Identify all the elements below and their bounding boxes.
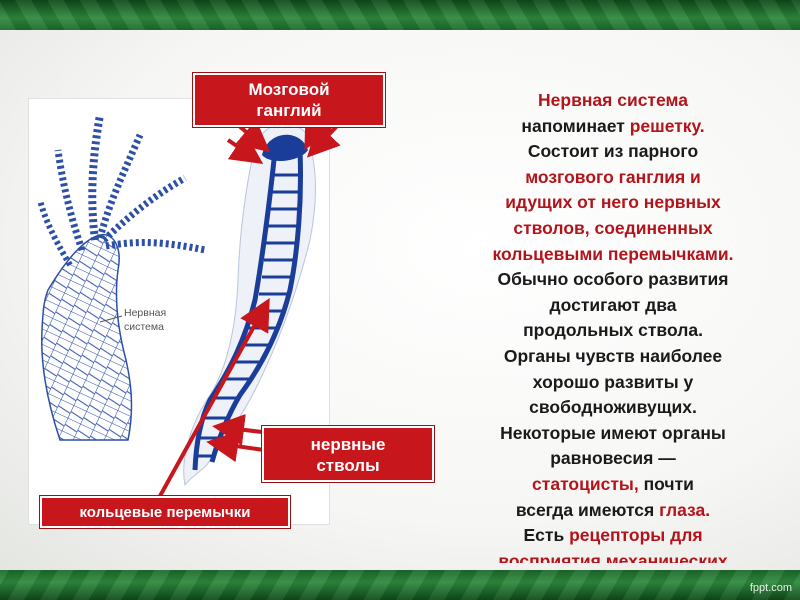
text-line: Органы чувств наиболее: [503, 345, 723, 366]
text-line: Состоит из парного: [527, 141, 699, 162]
text-line: мозгового ганглия и: [525, 166, 701, 187]
text-line: статоцисты, почти: [532, 473, 694, 494]
label-line: ганглий: [256, 101, 322, 121]
text-line: продольных ствола.: [523, 320, 703, 341]
brain-ganglion-label: Мозговой ганглий: [193, 73, 385, 127]
text-line: равновесия —: [550, 448, 676, 469]
text-line: Обычно особого развития: [497, 269, 729, 290]
label-line: нервные: [310, 435, 386, 454]
text-line: Нервная система: [538, 90, 688, 110]
description-text: Нервная система напоминает решетку. Сост…: [440, 88, 786, 563]
left-organism: [37, 114, 206, 441]
top-decorative-band: [0, 0, 800, 30]
text-line: стволов, соединенных: [513, 217, 713, 238]
label-line: стволы: [316, 456, 380, 476]
text-line: свободноживущих.: [529, 397, 697, 418]
watermark: fppt.com: [749, 582, 792, 594]
caption-line: Нервная: [124, 307, 167, 319]
text-line: восприятия механических: [498, 550, 728, 563]
pointer-arrows: [158, 109, 341, 497]
text-line: кольцевыми перемычками.: [492, 243, 734, 264]
text-line: всегда имеются глаза.: [515, 499, 711, 520]
text-line: хорошо развиты у: [532, 371, 694, 392]
ring-connections-label: кольцевые перемычки: [40, 496, 290, 528]
text-line: напоминает решетку.: [521, 115, 705, 136]
caption-line: система: [124, 321, 164, 333]
label-line: Мозговой: [248, 80, 330, 99]
text-line: достигают два: [549, 294, 677, 315]
bottom-decorative-band: [0, 570, 800, 600]
nerve-trunks-label: нервные стволы: [262, 426, 434, 482]
text-line: Некоторые имеют органы: [500, 422, 726, 443]
text-line: идущих от него нервных: [505, 192, 721, 213]
nervous-system-caption: Нервная система: [124, 306, 194, 334]
text-line: Есть рецепторы для: [523, 525, 703, 546]
